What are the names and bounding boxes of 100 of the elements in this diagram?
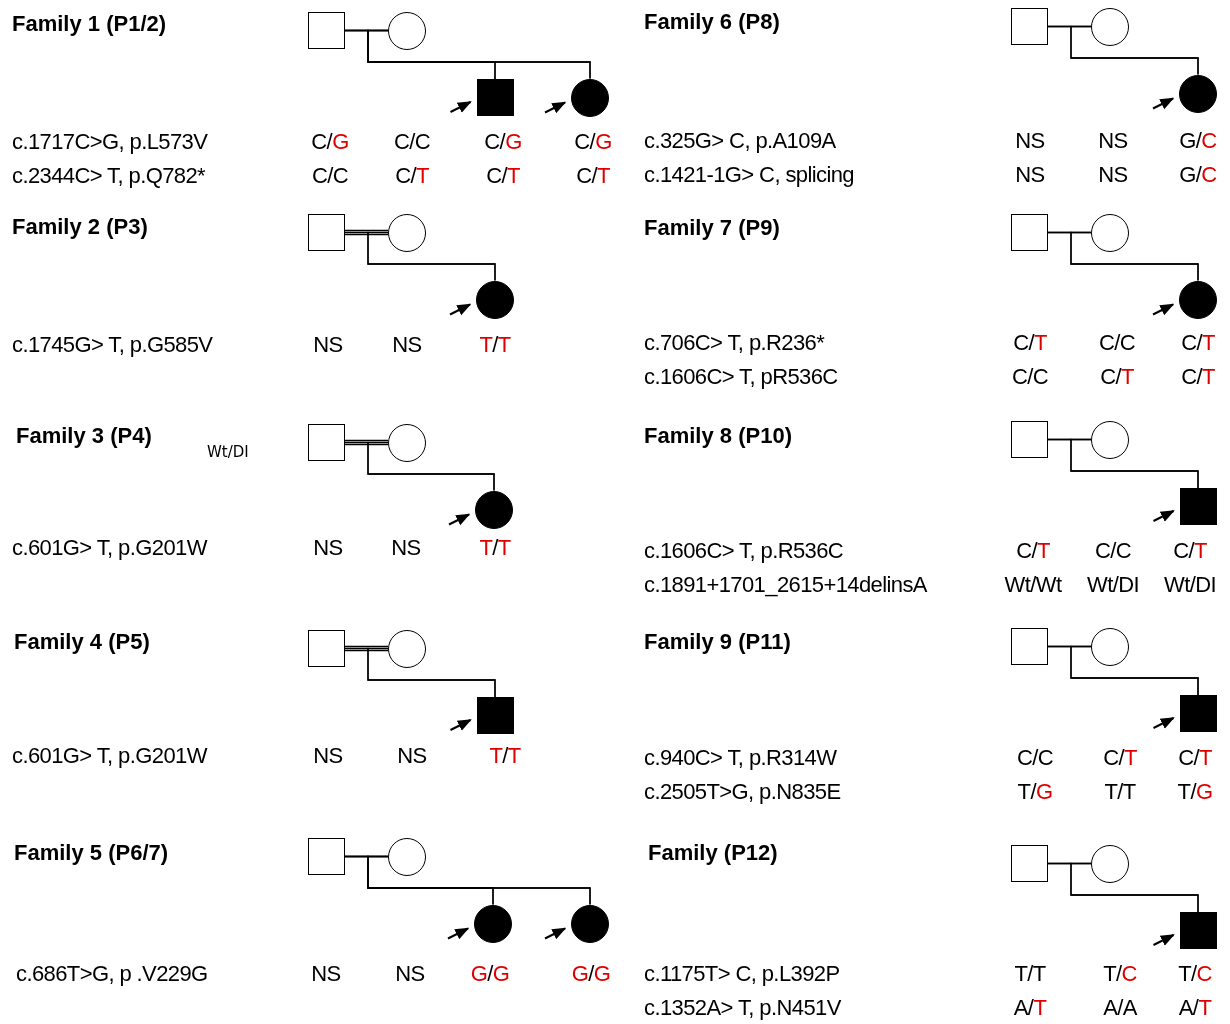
genotype-label: C/T [395,163,429,189]
genotype-label: C/T [1181,330,1215,356]
genotype-label: NS [1098,128,1128,154]
proband-arrow [544,101,567,114]
circle-symbol [388,213,426,252]
proband-arrow [544,927,567,940]
family-title: Family 5 (P6/7) [14,840,169,866]
proband-arrow [448,513,471,526]
genotype-label: NS [395,961,425,987]
circle-symbol [388,423,426,462]
pedigree-line [1070,231,1199,282]
family-title: Family 6 (P8) [644,9,780,35]
square-symbol [1011,421,1048,458]
genotype-label: Wt/Wt [1004,572,1062,598]
double-marriage-line [344,229,389,236]
genotype-label: C/T [1173,538,1207,564]
filled-circle-symbol [476,280,514,319]
double-marriage-line [344,439,389,446]
genotype-label: T/T [1104,779,1136,805]
filled-square-symbol [1179,912,1217,949]
proband-arrow [1152,510,1175,522]
double-marriage-line [344,645,389,652]
family-title: Family 2 (P3) [12,214,148,240]
family-title: Family 4 (P5) [14,629,150,655]
genotype-label: A/T [1178,995,1212,1021]
filled-circle-symbol [474,904,512,943]
variant-label: c.1717C>G, p.L573V [12,129,208,155]
genotype-label: NS [313,535,343,561]
genotype-label: Wt/DI [1164,572,1216,598]
square-symbol [1011,628,1048,665]
circle-symbol [1091,844,1129,883]
circle-symbol [1091,420,1129,459]
genotype-label: NS [391,535,421,561]
genotype-label: T/G [1177,779,1213,805]
genotype-label: C/C [393,129,431,155]
genotype-label: C/T [576,163,610,189]
family-title: Family 7 (P9) [644,215,780,241]
variant-label: c.1606C> T, p.R536C [644,538,844,564]
genotype-label: NS [1015,128,1045,154]
genotype-label: G/G [571,961,611,987]
variant-label: c.2344C> T, p.Q782* [12,163,206,189]
genotype-label: T/T [479,535,511,561]
variant-label: c.1421-1G> C, splicing [644,162,854,188]
square-symbol [308,214,345,251]
genotype-label: C/G [484,129,522,155]
proband-arrow [1152,97,1175,110]
genotype-label: A/A [1103,995,1137,1021]
genotype-label: NS [311,961,341,987]
pedigree-line [1070,438,1199,489]
circle-symbol [388,11,426,50]
circle-symbol [1091,7,1129,46]
variant-label: c.601G> T, p.G201W [12,743,207,769]
genotype-label: C/T [1178,745,1212,771]
family-title: Family 9 (P11) [644,629,791,655]
filled-circle-symbol [1179,280,1217,319]
genotype-label: NS [313,743,343,769]
square-symbol [308,838,345,875]
circle-symbol [388,629,426,668]
genotype-note: Wt/DI [207,443,249,461]
genotype-label: NS [313,332,343,358]
variant-label: c.1745G> T, p.G585V [12,332,213,358]
genotype-label: A/T [1013,995,1047,1021]
pedigree-line [1070,645,1199,696]
genotype-label: C/C [1011,364,1049,390]
genotype-label: NS [1015,162,1045,188]
proband-arrow [449,303,472,316]
filled-square-symbol [476,697,514,734]
variant-label: c.1175T> C, p.L392P [644,961,840,987]
proband-arrow [449,719,472,731]
genotype-label: C/G [311,129,349,155]
genotype-label: T/C [1103,961,1137,987]
genotype-label: C/C [311,163,349,189]
variant-label: c.1891+1701_2615+14delinsA [644,572,927,598]
variant-label: c.1352A> T, p.N451V [644,995,841,1021]
pedigree-line [367,441,495,492]
square-symbol [308,12,345,49]
genotype-label: G/G [470,961,510,987]
filled-square-symbol [1179,695,1217,732]
genotype-label: NS [1098,162,1128,188]
variant-label: c.706C> T, p.R236* [644,330,825,356]
family-title: Family 8 (P10) [644,423,792,449]
genotype-label: C/C [1094,538,1132,564]
filled-square-symbol [1179,488,1217,525]
filled-circle-symbol [571,904,609,943]
genotype-label: G/C [1179,128,1217,154]
pedigree-line [367,231,496,282]
genotype-label: C/C [1098,330,1136,356]
variant-label: c.2505T>G, p.N835E [644,779,841,805]
genotype-label: C/T [1100,364,1134,390]
filled-square-symbol [476,79,514,116]
genotype-label: C/T [1181,364,1215,390]
family-title: Family (P12) [648,840,778,866]
family-title: Family 3 (P4) [16,423,152,449]
proband-arrow [447,927,470,940]
variant-label: c.325G> C, p.A109A [644,128,836,154]
genotype-label: NS [392,332,422,358]
variant-label: c.940C> T, p.R314W [644,745,837,771]
proband-arrow [1152,303,1175,316]
genotype-label: C/G [574,129,612,155]
pedigree-line [1070,862,1199,913]
